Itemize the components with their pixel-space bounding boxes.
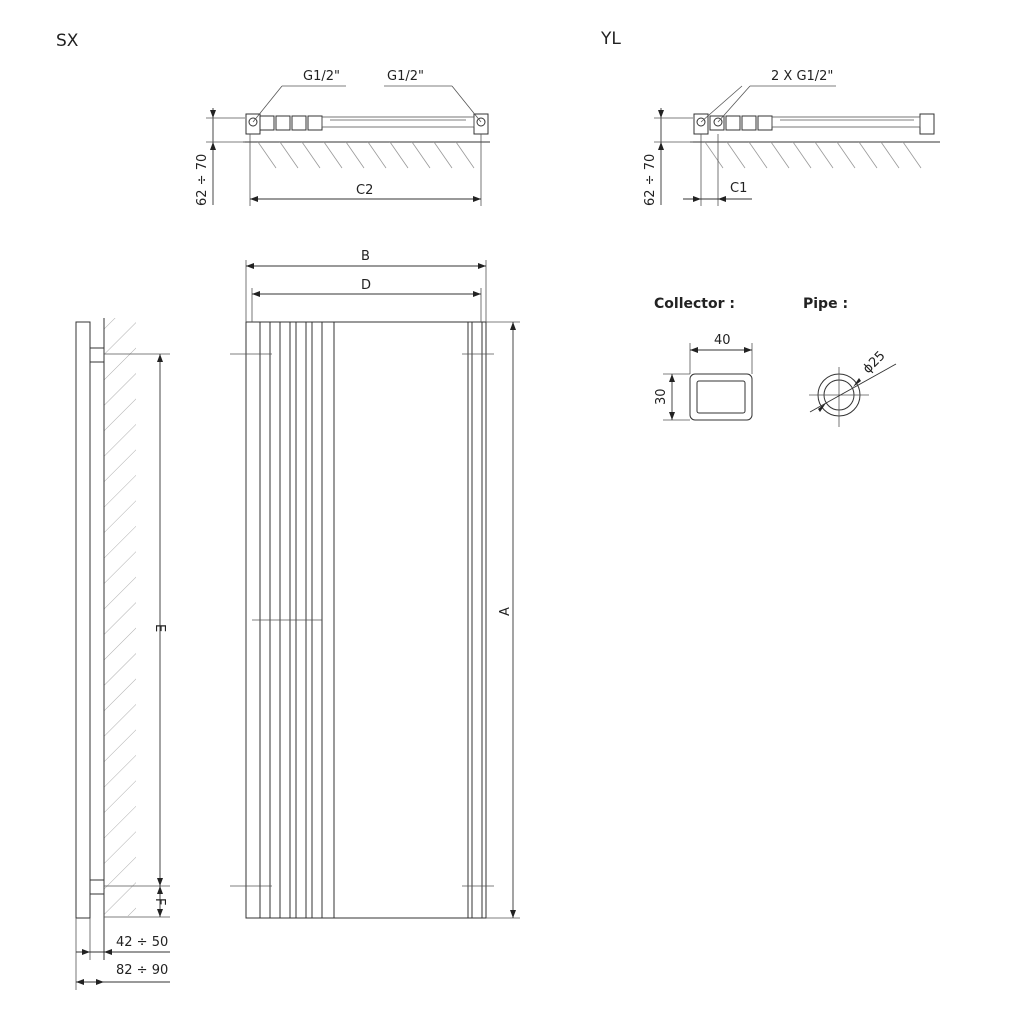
- wall-hatching-sx: [257, 141, 475, 169]
- side-depth-inner-label: 42 ÷ 50: [116, 935, 168, 950]
- yl-wall-offset-label: 62 ÷ 70: [643, 154, 658, 206]
- yl-c1-label: C1: [730, 181, 747, 196]
- side-depth-outer-label: 82 ÷ 90: [116, 963, 168, 978]
- pipe-section: Pipe : ϕ25: [803, 296, 897, 427]
- collector-height-label: 30: [654, 388, 669, 405]
- view-label-sx: SX: [56, 31, 79, 51]
- front-a-label: A: [498, 607, 513, 616]
- view-label-yl: YL: [600, 29, 621, 49]
- yl-connection-label: 2 X G1/2": [771, 69, 833, 84]
- sx-c2-label: C2: [356, 183, 373, 198]
- wall-hatching-yl: [704, 141, 922, 169]
- front-view: B D A: [230, 249, 520, 919]
- top-view-sx: 62 ÷ 70 C2 G1/2" G1/2": [195, 69, 490, 206]
- top-view-yl: 62 ÷ 70 C1 2 X G1/2": [643, 69, 940, 206]
- sx-connection-right-label: G1/2": [387, 69, 424, 84]
- pipe-title: Pipe :: [803, 296, 848, 312]
- front-b-label: B: [361, 249, 370, 264]
- sx-connection-left-label: G1/2": [303, 69, 340, 84]
- side-view: E F 42 ÷ 50 82 ÷ 90: [75, 318, 170, 990]
- sx-wall-offset-label: 62 ÷ 70: [195, 154, 210, 206]
- collector-width-label: 40: [714, 333, 731, 348]
- collector-section: Collector : 40 30: [654, 296, 753, 421]
- pipe-diameter-label: ϕ25: [860, 348, 888, 376]
- side-e-label: E: [152, 624, 167, 632]
- collector-title: Collector :: [654, 296, 735, 312]
- side-f-label: F: [152, 898, 167, 905]
- front-d-label: D: [361, 278, 371, 293]
